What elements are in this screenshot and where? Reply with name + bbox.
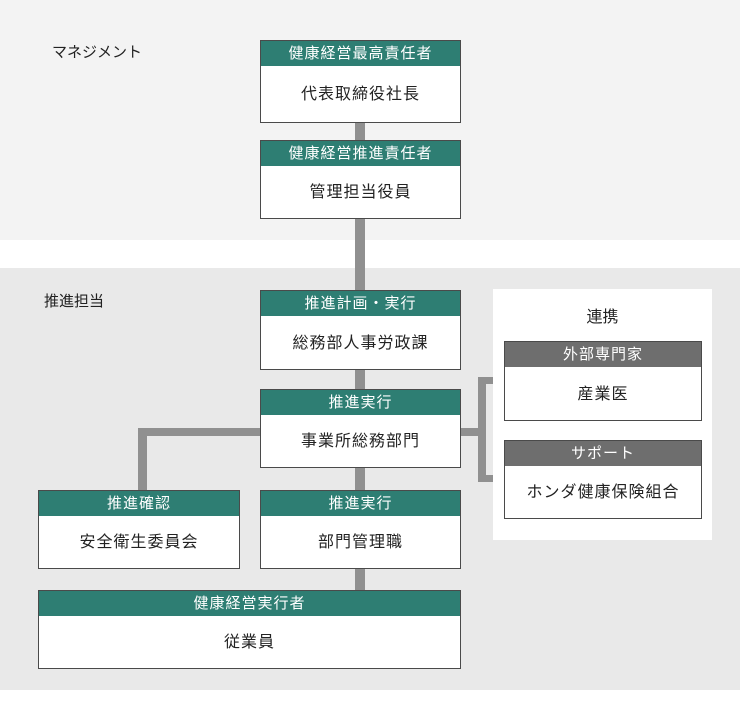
box-promotion-officer: 健康経営推進責任者 管理担当役員 bbox=[260, 140, 461, 219]
connector-exec-to-dept bbox=[355, 468, 365, 490]
box-employees-body: 従業員 bbox=[223, 632, 275, 651]
connector-exec-to-confirm-h bbox=[138, 428, 260, 436]
box-external-experts: 外部専門家 産業医 bbox=[504, 341, 702, 421]
box-promotion-officer-body: 管理担当役員 bbox=[309, 182, 412, 201]
box-plan-execution-body: 総務部人事労政課 bbox=[292, 333, 429, 352]
connector-partners-top bbox=[478, 377, 504, 384]
box-promotion-officer-title: 健康経営推進責任者 bbox=[261, 141, 460, 166]
box-site-execution-body: 事業所総務部門 bbox=[300, 431, 420, 450]
connector-dept-to-employees bbox=[355, 569, 365, 590]
box-confirmation-body: 安全衛生委員会 bbox=[79, 532, 199, 551]
box-support: サポート ホンダ健康保険組合 bbox=[504, 440, 702, 519]
box-confirmation: 推進確認 安全衛生委員会 bbox=[38, 490, 240, 569]
box-site-execution-title: 推進実行 bbox=[261, 390, 460, 415]
box-chief-officer: 健康経営最高責任者 代表取締役社長 bbox=[260, 40, 461, 123]
connector-exec-to-partners-h bbox=[460, 428, 485, 436]
box-support-body: ホンダ健康保険組合 bbox=[526, 482, 680, 501]
connector-partners-v bbox=[478, 377, 486, 482]
box-employees-title: 健康経営実行者 bbox=[39, 591, 460, 616]
box-chief-officer-body: 代表取締役社長 bbox=[300, 84, 420, 103]
section-label-promotion: 推進担当 bbox=[44, 292, 105, 310]
box-department-execution: 推進実行 部門管理職 bbox=[260, 490, 461, 569]
connector-partners-bottom bbox=[478, 475, 504, 482]
box-confirmation-title: 推進確認 bbox=[39, 491, 239, 516]
connector-cho-promoter bbox=[355, 123, 365, 140]
box-external-experts-title: 外部専門家 bbox=[505, 342, 701, 367]
box-employees: 健康経営実行者 従業員 bbox=[38, 590, 461, 669]
box-department-execution-title: 推進実行 bbox=[261, 491, 460, 516]
box-plan-execution-title: 推進計画・実行 bbox=[261, 291, 460, 316]
section-label-management: マネジメント bbox=[52, 43, 143, 61]
connector-promoter-plan bbox=[355, 219, 365, 290]
connector-exec-to-confirm-v bbox=[138, 428, 147, 490]
box-support-title: サポート bbox=[505, 441, 701, 466]
partners-title: 連携 bbox=[586, 307, 619, 326]
connector-plan-exec bbox=[355, 370, 365, 389]
box-plan-execution: 推進計画・実行 総務部人事労政課 bbox=[260, 290, 461, 370]
box-site-execution: 推進実行 事業所総務部門 bbox=[260, 389, 461, 468]
box-chief-officer-title: 健康経営最高責任者 bbox=[261, 41, 460, 66]
box-external-experts-body: 産業医 bbox=[577, 384, 629, 403]
box-department-execution-body: 部門管理職 bbox=[317, 532, 403, 551]
